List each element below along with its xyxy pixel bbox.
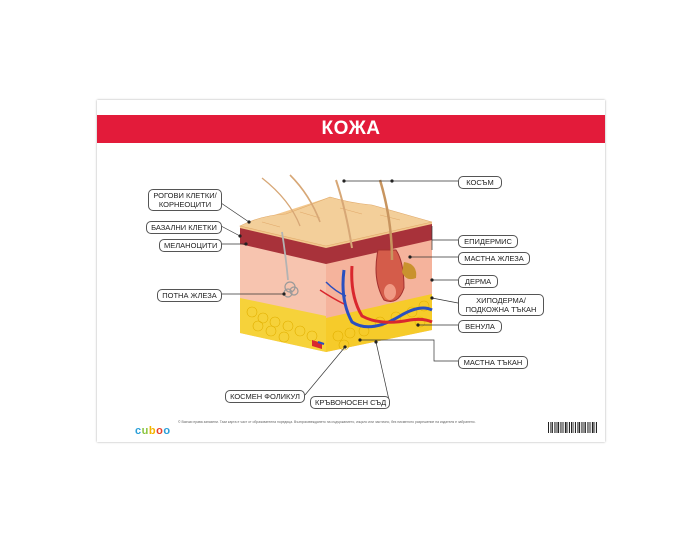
- hair-3: [289, 174, 321, 223]
- brand-letter: b: [148, 425, 157, 437]
- label-venula: ВЕНУЛА: [458, 320, 502, 333]
- label-melanociti: МЕЛАНОЦИТИ: [159, 239, 222, 252]
- brand-letter: u: [141, 425, 149, 437]
- sweat-duct: [281, 231, 289, 281]
- epidermis-layer: [240, 224, 432, 264]
- hair-4: [261, 177, 301, 227]
- brand-logo: cuboo: [135, 425, 171, 437]
- label-mastna-jleza: МАСТНА ЖЛЕЗА: [458, 252, 530, 265]
- label-kosum: КОСЪМ: [458, 176, 502, 189]
- label-potna-jleza: ПОТНА ЖЛЕЗА: [157, 289, 222, 302]
- page-title: КОЖА: [97, 115, 605, 143]
- brand-letter: c: [135, 425, 142, 437]
- brand-letter: o: [156, 425, 164, 437]
- label-kruvonosen-sud: КРЪВОНОСЕН СЪД: [310, 396, 390, 409]
- barcode-icon: [548, 422, 597, 433]
- hair-1: [378, 179, 394, 261]
- leader-lines: [220, 180, 459, 401]
- artery-vessel: [350, 265, 433, 324]
- label-rogovi-kletki: РОГОВИ КЛЕТКИ/ КОРНЕОЦИТИ: [148, 189, 222, 211]
- brand-letter: o: [163, 425, 171, 437]
- label-mastna-tukan: МАСТНА ТЪКАН: [458, 356, 528, 369]
- vein-vessel: [341, 269, 433, 329]
- hair-2: [335, 179, 353, 249]
- hair-follicle: [375, 249, 405, 302]
- label-hipoderma: ХИПОДЕРМА/ ПОДКОЖНА ТЪКАН: [458, 294, 544, 316]
- label-bazalni-kletki: БАЗАЛНИ КЛЕТКИ: [146, 221, 222, 234]
- leader-dots: [238, 179, 434, 349]
- label-kosmen-folikul: КОСМЕН ФОЛИКУЛ: [225, 390, 305, 403]
- sebaceous-gland: [402, 262, 417, 280]
- fine-print: © Всички права запазени. Тази карта е ча…: [178, 420, 476, 424]
- label-epidermis: ЕПИДЕРМИС: [458, 235, 518, 248]
- stratum-corneum-top: [239, 196, 433, 247]
- label-derma: ДЕРМА: [458, 275, 498, 288]
